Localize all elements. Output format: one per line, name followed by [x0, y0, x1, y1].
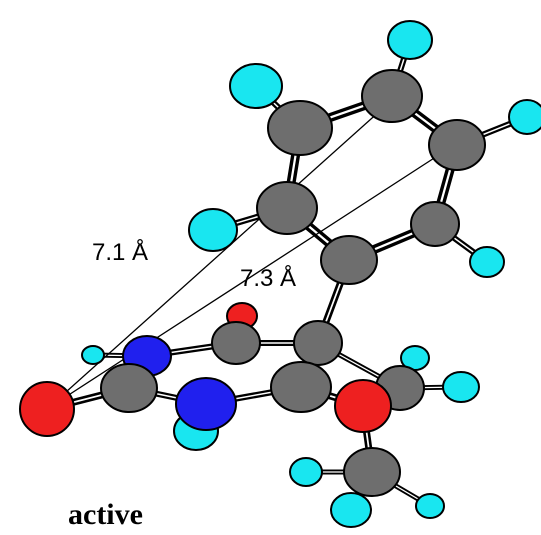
- atom-o2: [19, 381, 75, 437]
- atom-h11: [330, 492, 372, 528]
- atom-h1: [387, 20, 433, 60]
- atom-c3: [428, 119, 486, 171]
- atom-c12: [343, 447, 401, 497]
- atom-o3: [334, 379, 392, 433]
- atom-layer: [19, 20, 541, 528]
- distance-line-7-1: [46, 92, 401, 410]
- atom-n2: [175, 377, 237, 431]
- atom-h6: [81, 345, 105, 365]
- distance-label-7-3: 7.3 Å: [240, 264, 296, 292]
- atom-c9: [100, 363, 158, 413]
- distance-lines: [46, 92, 463, 410]
- atom-c8: [211, 321, 261, 365]
- atom-h2: [229, 63, 283, 109]
- distance-label-7-1: 7.1 Å: [92, 238, 148, 266]
- atom-c6: [320, 235, 378, 285]
- caption-active: active: [68, 498, 143, 531]
- distance-line-7-3: [46, 139, 463, 410]
- atom-c4: [256, 181, 318, 235]
- atom-h12: [415, 493, 445, 519]
- atom-c5: [410, 201, 460, 247]
- atom-h3: [508, 99, 541, 135]
- atom-c1: [361, 69, 423, 123]
- atom-h8: [442, 371, 480, 403]
- atom-h5: [469, 246, 505, 278]
- atom-c2: [267, 100, 333, 156]
- atom-h10: [289, 457, 323, 487]
- atom-c7: [293, 320, 343, 366]
- atom-c10: [270, 361, 332, 413]
- atom-h4: [188, 208, 238, 252]
